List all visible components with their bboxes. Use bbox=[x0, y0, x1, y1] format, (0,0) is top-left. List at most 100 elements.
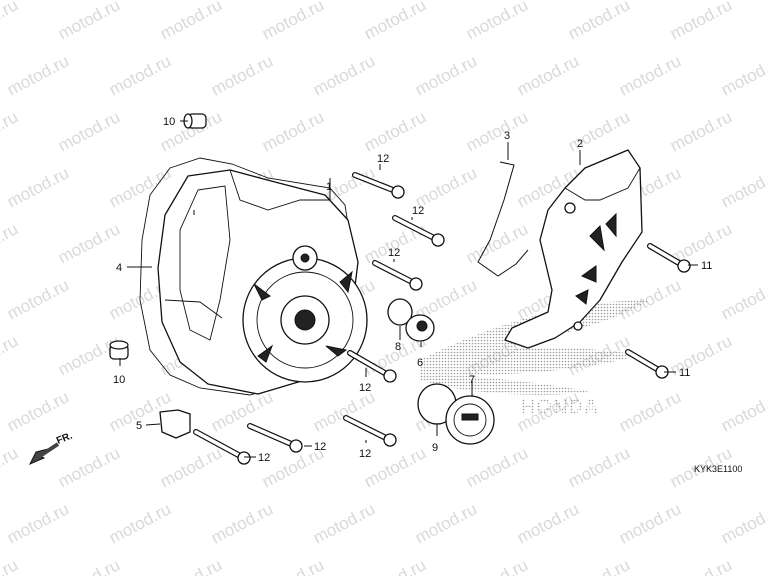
watermark-text: motod.ru bbox=[259, 107, 327, 155]
watermark-text: motod.ru bbox=[157, 443, 225, 491]
watermark-text: motod.ru bbox=[55, 0, 123, 44]
watermark-text: motod.ru bbox=[616, 387, 684, 435]
label-part-10-top: 10 bbox=[163, 116, 175, 128]
watermark-text: motod.ru bbox=[361, 555, 429, 576]
watermark-text: motod.ru bbox=[718, 275, 768, 323]
watermark-text: motod.ru bbox=[106, 499, 174, 547]
part-10-dowel-pin-bottom-end bbox=[109, 340, 129, 350]
watermark-text: motod.ru bbox=[208, 51, 276, 99]
watermark-text: motod.ru bbox=[310, 51, 378, 99]
watermark-text: motod.ru bbox=[0, 555, 21, 576]
label-part-7: 7 bbox=[469, 374, 475, 386]
bolt bbox=[625, 349, 669, 379]
label-part-12-e: 12 bbox=[359, 448, 371, 460]
bolt bbox=[343, 415, 397, 447]
watermark-text: motod.ru bbox=[259, 0, 327, 44]
bolt bbox=[392, 215, 445, 247]
watermark-text: motod.ru bbox=[616, 51, 684, 99]
label-part-5: 5 bbox=[136, 420, 142, 432]
watermark-text: motod.ru bbox=[616, 275, 684, 323]
watermark-text: motod.ru bbox=[565, 0, 633, 44]
front-direction-label: FR. bbox=[55, 430, 74, 446]
watermark-text: motod.ru bbox=[718, 51, 768, 99]
label-part-4: 4 bbox=[116, 262, 122, 274]
part-1-crankcase-cover bbox=[157, 169, 368, 395]
watermark-text: motod.ru bbox=[667, 555, 735, 576]
label-part-10-bottom: 10 bbox=[113, 374, 125, 386]
watermark-text: motod.ru bbox=[412, 51, 480, 99]
watermark-text: motod.ru bbox=[412, 499, 480, 547]
part-6-cap bbox=[405, 314, 435, 342]
watermark-text: motod.ru bbox=[463, 107, 531, 155]
label-part-12-a: 12 bbox=[377, 153, 389, 165]
label-part-3: 3 bbox=[504, 130, 510, 142]
label-part-12-g: 12 bbox=[258, 452, 270, 464]
watermark-text: motod.ru bbox=[106, 51, 174, 99]
watermark-text: motod.ru bbox=[157, 555, 225, 576]
watermark-text: motod.ru bbox=[259, 555, 327, 576]
watermark-text: motod.ru bbox=[0, 107, 21, 155]
watermark-text: motod.ru bbox=[4, 163, 72, 211]
watermark-text: motod.ru bbox=[718, 387, 768, 435]
label-part-1: 1 bbox=[326, 181, 332, 193]
watermark-text: motod.ru bbox=[55, 107, 123, 155]
label-part-12-c: 12 bbox=[388, 247, 400, 259]
watermark-text: motod.ru bbox=[0, 331, 21, 379]
watermark-text: motod.ru bbox=[718, 499, 768, 547]
bolt bbox=[347, 350, 397, 383]
part-7-cap bbox=[445, 395, 495, 445]
watermark-text: motod.ru bbox=[514, 51, 582, 99]
bolt bbox=[193, 429, 251, 465]
watermark-text: motod.ru bbox=[514, 499, 582, 547]
watermark-text: motod.ru bbox=[616, 499, 684, 547]
label-part-11-top: 11 bbox=[701, 260, 712, 272]
watermark-text: motod.ru bbox=[0, 0, 21, 44]
watermark-text: motod.ru bbox=[55, 555, 123, 576]
honda-logo-text: HONDA bbox=[521, 396, 599, 418]
watermark-text: motod.ru bbox=[4, 387, 72, 435]
label-part-12-d: 12 bbox=[359, 382, 371, 394]
part-5-clamp bbox=[159, 409, 191, 439]
watermark-text: motod.ru bbox=[463, 0, 531, 44]
label-part-9: 9 bbox=[432, 442, 438, 454]
watermark-text: motod.ru bbox=[310, 499, 378, 547]
watermark-text: motod.ru bbox=[718, 163, 768, 211]
watermark-text: motod.ru bbox=[361, 0, 429, 44]
bolt bbox=[372, 260, 423, 291]
honda-wing-emblem bbox=[420, 300, 650, 395]
part-8-o-ring bbox=[387, 298, 413, 326]
direction-marker: FR. bbox=[28, 430, 74, 465]
watermark-text: motod.ru bbox=[565, 443, 633, 491]
watermark-text: motod.ru bbox=[463, 219, 531, 267]
watermark-text: motod.ru bbox=[667, 107, 735, 155]
watermark-text: motod.ru bbox=[208, 499, 276, 547]
label-part-12-b: 12 bbox=[412, 205, 424, 217]
watermark-text: motod.ru bbox=[4, 275, 72, 323]
watermark-text: motod.ru bbox=[106, 163, 174, 211]
watermark-text: motod.ru bbox=[0, 219, 21, 267]
watermark-text: motod.ru bbox=[361, 107, 429, 155]
watermark-text: motod.ru bbox=[667, 331, 735, 379]
diagram-code: KYK3E1100 bbox=[694, 464, 742, 474]
watermark-text: motod.ru bbox=[565, 555, 633, 576]
bolt bbox=[352, 172, 405, 199]
bolt bbox=[247, 423, 303, 453]
label-part-8: 8 bbox=[395, 341, 401, 353]
watermark-text: motod.ru bbox=[565, 107, 633, 155]
label-part-12-f: 12 bbox=[314, 441, 326, 453]
label-part-2: 2 bbox=[577, 138, 583, 150]
watermark-text: motod.ru bbox=[55, 219, 123, 267]
bolt bbox=[647, 243, 691, 273]
label-part-6: 6 bbox=[417, 357, 423, 369]
watermark-text: motod.ru bbox=[463, 555, 531, 576]
watermark-text: motod.ru bbox=[667, 0, 735, 44]
watermark-text: motod.ru bbox=[4, 499, 72, 547]
watermark-text: motod.ru bbox=[55, 443, 123, 491]
part-3-guide bbox=[477, 161, 529, 277]
part-labels: 10 1 4 3 2 10 5 8 6 9 7 11 11 12 12 12 1… bbox=[113, 116, 712, 464]
part-2-sprocket-cover bbox=[504, 149, 643, 349]
label-part-11-bottom: 11 bbox=[679, 367, 690, 379]
